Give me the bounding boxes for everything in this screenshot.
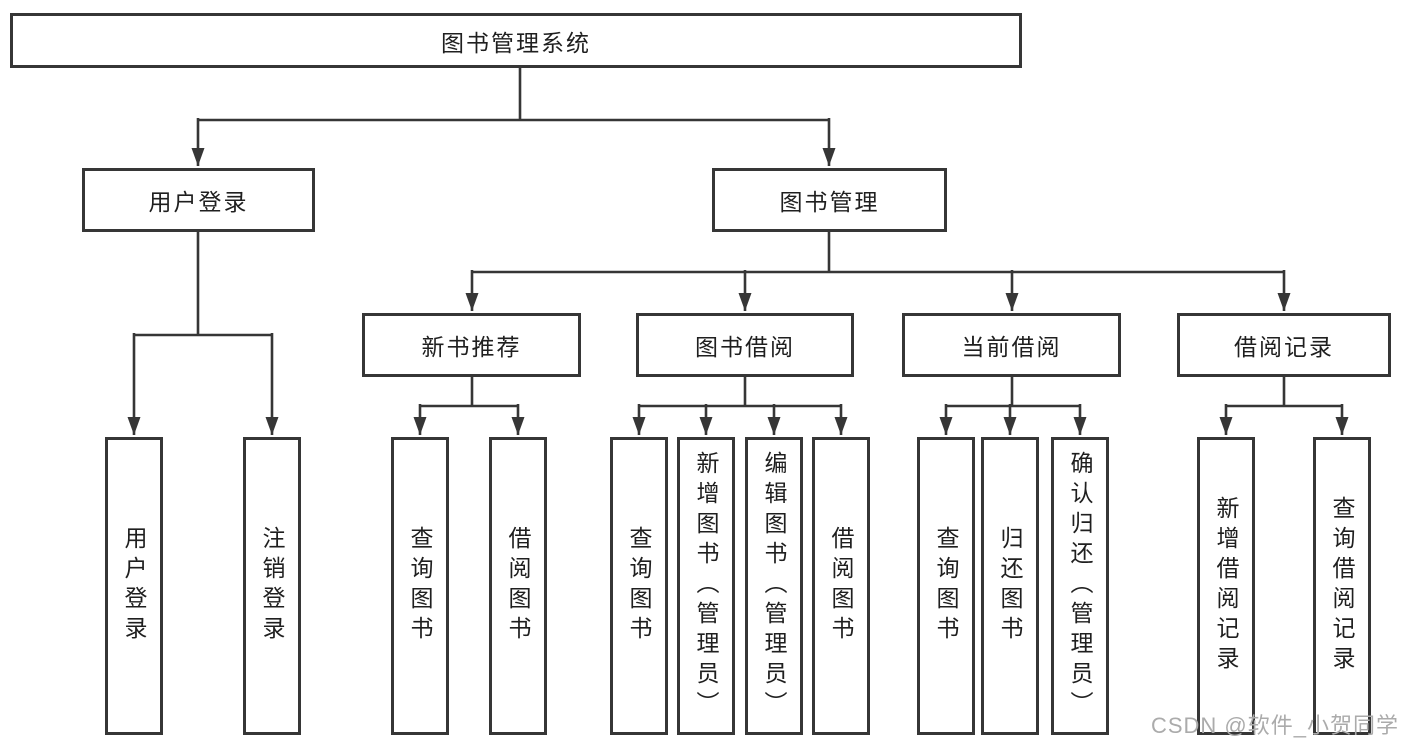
leaf-query-borrow-record: 查询借阅记录: [1313, 437, 1371, 735]
node-library-management-system: 图书管理系统: [10, 13, 1022, 68]
node-current-borrow: 当前借阅: [902, 313, 1121, 377]
node-user-login: 用户登录: [82, 168, 315, 232]
leaf-query-books-3: 查询图书: [917, 437, 975, 735]
leaf-return-books: 归还图书: [981, 437, 1039, 735]
leaf-borrow-books-1: 借阅图书: [489, 437, 547, 735]
node-book-management: 图书管理: [712, 168, 947, 232]
leaf-query-books-2: 查询图书: [610, 437, 668, 735]
connector-group: [127, 68, 1349, 435]
leaf-logout: 注销登录: [243, 437, 301, 735]
node-book-borrow: 图书借阅: [636, 313, 854, 377]
leaf-query-books-1: 查询图书: [391, 437, 449, 735]
node-new-book-recommend: 新书推荐: [362, 313, 581, 377]
leaf-add-books-admin: 新增图书（管理员）: [677, 437, 735, 735]
leaf-add-borrow-record: 新增借阅记录: [1197, 437, 1255, 735]
leaf-user-login: 用户登录: [105, 437, 163, 735]
leaf-edit-books-admin: 编辑图书（管理员）: [745, 437, 803, 735]
leaf-confirm-return-admin: 确认归还（管理员）: [1051, 437, 1109, 735]
watermark: CSDN @软件_小贺同学: [1150, 713, 1399, 738]
node-borrow-records: 借阅记录: [1177, 313, 1391, 377]
leaf-borrow-books-2: 借阅图书: [812, 437, 870, 735]
